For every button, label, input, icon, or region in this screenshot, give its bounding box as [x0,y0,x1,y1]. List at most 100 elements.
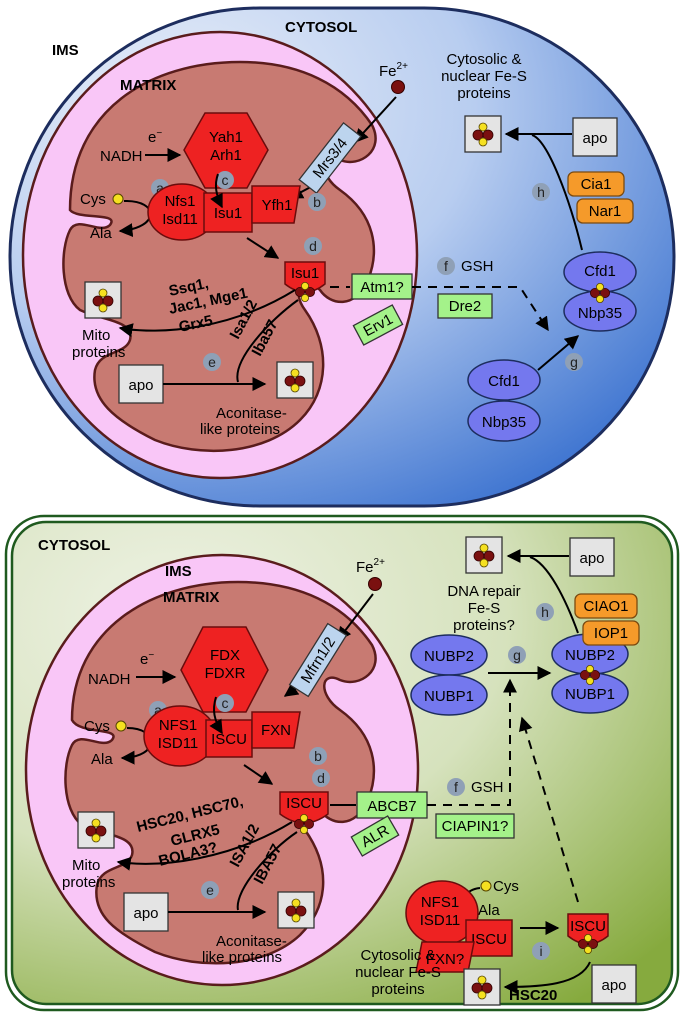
step-b-label-human: b [314,748,322,764]
dna-repair-cluster [465,536,503,574]
sulfur-dot [112,193,124,205]
step-b-circle [308,193,326,211]
cyto-line-3: proteins [457,85,510,102]
ims-label-human: IMS [165,563,192,580]
human-cyto-line-3: proteins [371,981,424,998]
isd11-label: Isd11 [162,211,198,228]
cyto-iscu-label: ISCU [471,931,507,948]
ala-label: Ala [90,225,112,242]
atm1-export-dashed-arrow [412,286,549,332]
hsc20-label: HSC20 [509,987,557,1004]
cia1-box [567,171,625,197]
matrix-label: MATRIX [120,77,176,94]
nubp2-free-label: NUBP2 [424,648,474,665]
yeast-panel: CYTOSOL IMS MATRIX Fe2+ Mrs3/4 NADH e− Y… [8,6,676,508]
human-apo-box [123,892,169,932]
step-e-circle [203,353,221,371]
step-i-circle [532,942,550,960]
cia1-label: Cia1 [581,176,612,193]
dna-repair-line-3: proteins? [453,617,515,634]
cytosolic-fe-s-cluster-human [463,968,501,1006]
nubp1-free-label: NUBP1 [424,688,474,705]
step-i-label: i [539,943,542,959]
fdx-label: FDX [210,647,240,664]
cyto-sulfur-dot [480,880,492,892]
human-aconitase-cluster [277,891,315,929]
step-g-label-human: g [513,647,521,663]
human-mito-protein-cluster [77,811,115,849]
cyto-line-1: Cytosolic & [446,51,521,68]
nubp1-free-ellipse [410,674,488,716]
step-d-circle-human [312,769,330,787]
yfh1-label: Yfh1 [262,197,293,214]
dre2-label: Dre2 [449,298,482,315]
step-h-label-human: h [541,604,549,620]
step-e-label: e [208,354,216,370]
iscu-holo-label: ISCU [286,795,322,812]
step-c-label-human: c [222,695,229,711]
human-apo-cyto-box [569,537,615,577]
mito-protein-transfer-arrow [118,289,296,338]
step-e-circle-human [201,881,219,899]
ims-label: IMS [52,42,79,59]
aconitase-line-2: like proteins [200,421,280,438]
ciao-transfer-line [529,556,579,634]
bottom-apo-label: apo [601,977,626,994]
step-a-label: a [156,180,164,196]
dna-repair-line-2: Fe-S [468,600,501,617]
proteins-label: proteins [72,344,125,361]
step-d-circle [304,237,322,255]
matrix-label-human: MATRIX [163,589,219,606]
nfs1-label-human: NFS1 [159,717,197,734]
bottom-apo-box [591,964,637,1004]
fdxr-label: FDXR [205,665,246,682]
human-aconitase-line-2: like proteins [202,949,282,966]
nadh-label: NADH [100,148,143,165]
nubp2-holo-label: NUBP2 [565,647,615,664]
fe-label: Fe2+ [379,61,408,80]
aconitase-line-1: Aconitase- [216,405,287,422]
step-f-label-human: f [454,779,458,795]
step-h-circle [532,183,550,201]
cyto-line-2: nuclear Fe-S [441,68,527,85]
cfd1-free-ellipse [467,359,541,401]
nbp35-holo-ellipse [563,290,637,332]
ciao1-label: CIAO1 [583,598,628,615]
cyto-iscu-holo-label: ISCU [570,918,606,935]
step-g-circle [565,353,583,371]
cyto-ala-label: Ala [478,902,500,919]
human-cyto-line-1: Cytosolic & [360,947,435,964]
human-isa-path [236,831,298,911]
cfd1-assembly-arrow [537,335,580,371]
hsc20-transfer-arrow [503,961,591,994]
step-d-label-human: d [317,770,325,786]
iron-ion [391,80,405,94]
iop1-box [582,620,640,646]
abcb7-label: ABCB7 [367,798,416,815]
cyto-cys-label: Cys [493,878,519,895]
yah1-arh1-hexagon [183,112,269,189]
nar1-box [576,198,634,224]
ciao1-box [574,593,638,619]
human-mito-label: Mito [72,857,100,874]
step-f-label: f [444,258,448,274]
electron-label: e− [148,128,162,146]
human-gsh-label: GSH [471,779,504,796]
cytosol-label-human: CYTOSOL [38,537,110,554]
fe-label-human: Fe2+ [356,557,385,576]
cyto-isd11-label: ISD11 [420,912,461,929]
human-apo-label: apo [133,905,158,922]
step-c-circle-human [216,694,234,712]
human-panel: CYTOSOL IMS MATRIX Fe2+ Mfrn1/2 NADH e− … [4,514,680,1012]
fxn-label: FXN [261,722,291,739]
ciapin1-label: CIAPIN1? [442,818,509,835]
iron-import-arrow-human [337,593,374,642]
arh1-label: Arh1 [210,147,242,164]
fdx-fdxr-hexagon [180,626,269,713]
abcb7-export-dashed-arrow [427,678,517,806]
step-d-label: d [309,238,317,254]
aconitase-cluster [276,361,314,399]
iscu-complex-label: ISCU [211,731,247,748]
